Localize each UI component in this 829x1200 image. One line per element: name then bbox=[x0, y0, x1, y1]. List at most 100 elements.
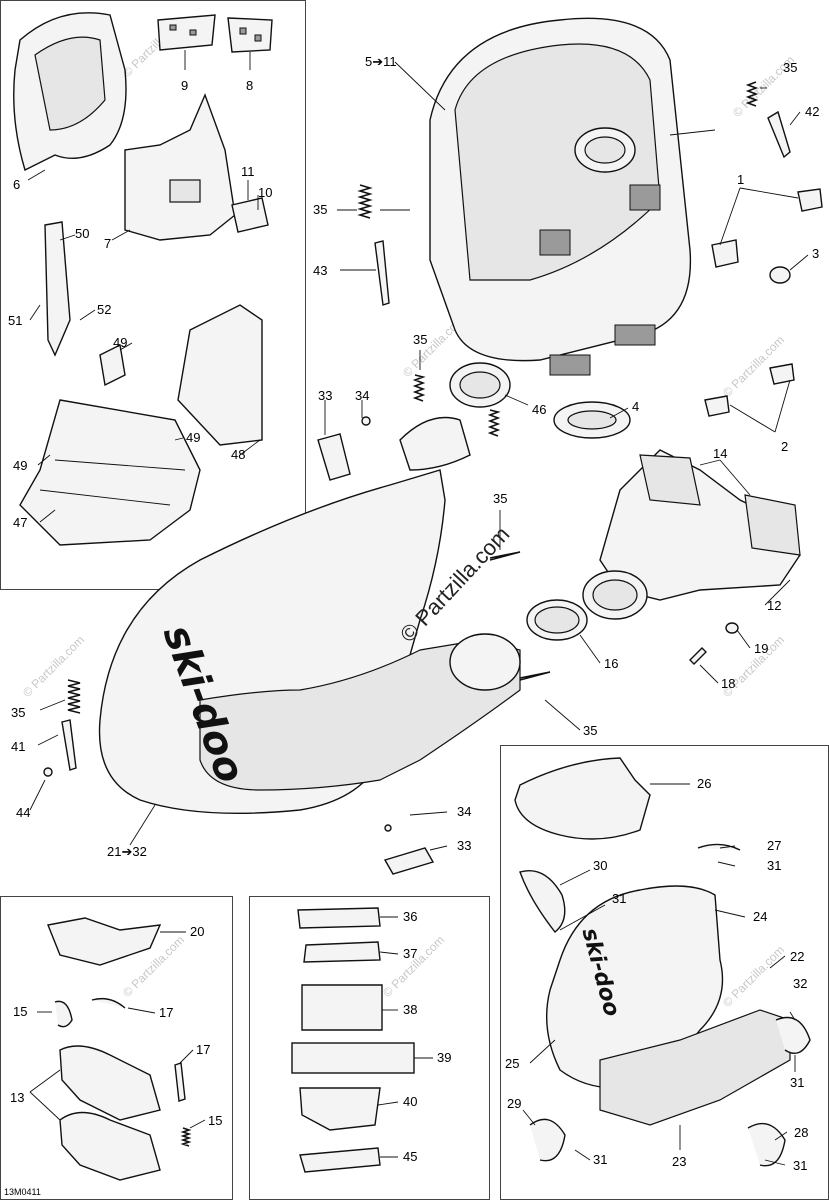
callout-5-11: 5➔11 bbox=[365, 54, 397, 69]
bracket-part-33a bbox=[317, 433, 351, 481]
grommet-part-1a bbox=[797, 188, 823, 212]
heat-shield-part-7 bbox=[124, 93, 236, 241]
callout-42: 42 bbox=[805, 104, 820, 119]
decal-part-39 bbox=[291, 1042, 415, 1074]
leader-lines bbox=[27, 50, 809, 1166]
callout-19: 19 bbox=[754, 641, 769, 656]
callout-40: 40 bbox=[403, 1094, 418, 1109]
callout-9: 9 bbox=[181, 78, 189, 93]
bolt-part-18-19 bbox=[689, 622, 739, 665]
manifold-part-12-14 bbox=[582, 449, 801, 620]
bracket-part-49 bbox=[99, 343, 126, 387]
spring-35g bbox=[67, 679, 81, 714]
callout-33: 33 bbox=[318, 388, 333, 403]
spring-35c bbox=[412, 374, 426, 402]
spring-35a bbox=[745, 81, 759, 107]
callout-39: 39 bbox=[437, 1050, 452, 1065]
callout-24: 24 bbox=[753, 909, 768, 924]
callout-31: 31 bbox=[612, 891, 627, 906]
callout-31: 31 bbox=[793, 1158, 808, 1173]
spring-35b bbox=[357, 184, 373, 219]
grommet-part-2b bbox=[704, 395, 730, 417]
nut-part-44 bbox=[43, 767, 53, 777]
decal-part-36 bbox=[297, 907, 381, 929]
spring-35e bbox=[489, 551, 521, 561]
clamp-part-17a bbox=[91, 997, 126, 1009]
callout-44: 44 bbox=[16, 805, 31, 820]
callout-46: 46 bbox=[532, 402, 547, 417]
diagram-code: 13M0411 bbox=[4, 1187, 41, 1197]
spring-35f bbox=[519, 671, 551, 681]
heat-shield-part-6 bbox=[13, 12, 127, 171]
callout-6: 6 bbox=[13, 177, 21, 192]
callout-4: 4 bbox=[632, 399, 640, 414]
support-plate-part-47 bbox=[19, 399, 201, 546]
callout-45: 45 bbox=[403, 1149, 418, 1164]
heat-shield-part-26 bbox=[514, 757, 651, 840]
callout-15: 15 bbox=[208, 1113, 223, 1128]
callout-23: 23 bbox=[672, 1154, 687, 1169]
callout-49: 49 bbox=[113, 335, 128, 350]
spring-part-15b bbox=[180, 1127, 192, 1147]
callout-15: 15 bbox=[13, 1004, 28, 1019]
callout-11: 11 bbox=[241, 164, 255, 179]
bracket-part-42 bbox=[767, 110, 791, 159]
callout-14: 14 bbox=[713, 446, 728, 461]
callout-35: 35 bbox=[413, 332, 428, 347]
callout-28: 28 bbox=[794, 1125, 809, 1140]
callout-48: 48 bbox=[231, 447, 246, 462]
callout-52: 52 bbox=[97, 302, 112, 317]
callout-21-32: 21➔32 bbox=[107, 844, 147, 859]
clamp-part-27 bbox=[697, 843, 741, 851]
callout-1: 1 bbox=[737, 172, 745, 187]
callout-32: 32 bbox=[793, 976, 808, 991]
inset-frame-top-left bbox=[0, 0, 306, 590]
callout-25: 25 bbox=[505, 1056, 520, 1071]
callout-17: 17 bbox=[196, 1042, 211, 1057]
spring-part-17b bbox=[174, 1062, 186, 1102]
clamp-part-28 bbox=[747, 1122, 786, 1167]
clamp-part-15a bbox=[54, 1000, 73, 1028]
bracket-part-43 bbox=[374, 240, 390, 306]
plate-part-11-10 bbox=[231, 197, 269, 233]
callout-2: 2 bbox=[781, 439, 789, 454]
callout-47: 47 bbox=[13, 515, 28, 530]
callout-8: 8 bbox=[246, 78, 254, 93]
bracket-part-41 bbox=[61, 719, 77, 771]
bracket-part-50 bbox=[44, 221, 71, 357]
callout-35: 35 bbox=[313, 202, 328, 217]
bracket-part-33b bbox=[383, 847, 435, 875]
grommet-part-1b bbox=[711, 239, 739, 268]
callout-13: 13 bbox=[10, 1090, 25, 1105]
gasket-part-20 bbox=[47, 917, 162, 966]
callout-35: 35 bbox=[493, 491, 508, 506]
callout-18: 18 bbox=[721, 676, 736, 691]
callout-35: 35 bbox=[783, 60, 798, 75]
callout-34: 34 bbox=[457, 804, 472, 819]
decal-part-40 bbox=[299, 1087, 381, 1131]
callout-26: 26 bbox=[697, 776, 712, 791]
callout-29: 29 bbox=[507, 1096, 522, 1111]
grommet-part-2a bbox=[769, 363, 795, 385]
decal-part-38 bbox=[301, 984, 383, 1031]
callout-12: 12 bbox=[767, 598, 782, 613]
callout-31: 31 bbox=[790, 1075, 805, 1090]
callout-30: 30 bbox=[593, 858, 608, 873]
callout-10: 10 bbox=[258, 185, 273, 200]
clamp-part-32 bbox=[775, 1016, 811, 1054]
callout-34: 34 bbox=[355, 388, 370, 403]
clamp-part-29 bbox=[529, 1118, 566, 1162]
decal-part-45 bbox=[299, 1147, 381, 1173]
callout-7: 7 bbox=[104, 236, 112, 251]
callout-41: 41 bbox=[11, 739, 26, 754]
callout-33: 33 bbox=[457, 838, 472, 853]
heat-shield-part-48 bbox=[177, 304, 263, 446]
callout-3: 3 bbox=[812, 246, 820, 261]
callout-38: 38 bbox=[403, 1002, 418, 1017]
bolt-part-34a bbox=[361, 416, 371, 426]
clamp-part-30 bbox=[519, 870, 566, 933]
gasket-part-9 bbox=[157, 14, 216, 51]
callout-50: 50 bbox=[75, 226, 90, 241]
callout-22: 22 bbox=[790, 949, 805, 964]
bolt-part-34b bbox=[384, 824, 392, 832]
